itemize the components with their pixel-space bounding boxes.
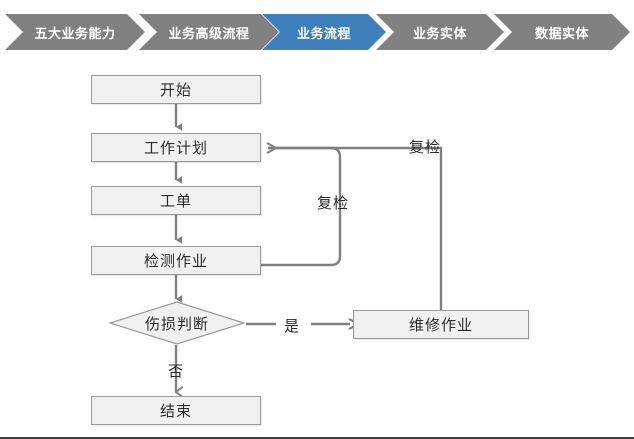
node-inspect[interactable]: 检测作业 (91, 246, 261, 275)
node-end[interactable]: 结束 (91, 396, 261, 425)
node-end-label: 结束 (159, 403, 192, 420)
edge-label-recheck-outer: 复检 (409, 139, 442, 156)
node-decision-label: 伤损判断 (144, 315, 209, 333)
node-work-order[interactable]: 工单 (91, 186, 261, 215)
edge-label-recheck-inner: 复检 (317, 195, 350, 212)
node-work-plan[interactable]: 工作计划 (91, 133, 261, 162)
node-work-plan-label: 工作计划 (143, 140, 208, 157)
node-work-order-label: 工单 (159, 193, 192, 210)
node-start[interactable]: 开始 (91, 75, 261, 104)
edge-label-no: 否 (168, 363, 185, 380)
node-repair[interactable]: 维修作业 (353, 310, 529, 339)
node-repair-label: 维修作业 (408, 317, 473, 334)
edge-label-yes: 是 (284, 318, 301, 335)
diamond-shape (108, 301, 246, 345)
node-decision[interactable]: 伤损判断 (108, 300, 246, 346)
node-inspect-label: 检测作业 (143, 253, 208, 270)
node-start-label: 开始 (159, 82, 192, 99)
edge-repair-to-workplan-recheck (268, 146, 443, 310)
